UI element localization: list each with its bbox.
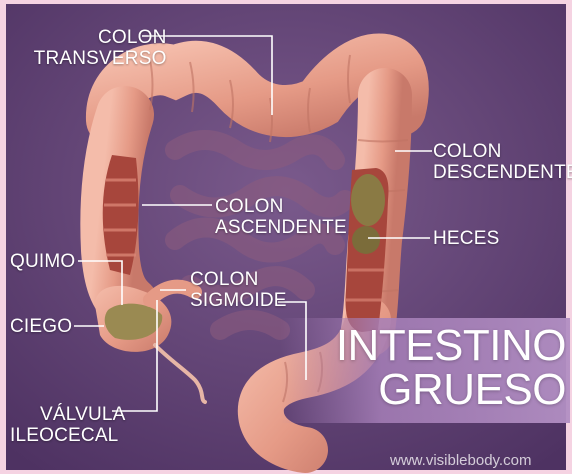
label-ciego: CIEGO <box>10 316 72 337</box>
feces <box>351 174 385 226</box>
label-colon-ascendente: COLON ASCENDENTE <box>215 196 347 238</box>
title-line-1: INTESTINO <box>336 324 566 368</box>
label-valvula-ileocecal: VÁLVULA ILEOCECAL <box>10 404 126 446</box>
watermark: www.visiblebody.com <box>390 452 531 469</box>
label-colon-descendente: COLON DESCENDENTE <box>433 141 572 183</box>
title: INTESTINO GRUESO <box>336 324 566 412</box>
label-heces: HECES <box>433 228 499 249</box>
ascending-lumen <box>103 155 139 275</box>
label-colon-sigmoide: COLON SIGMOIDE <box>190 269 287 311</box>
title-line-2: GRUESO <box>336 368 566 412</box>
label-quimo: QUIMO <box>10 251 75 272</box>
label-colon-transverso: COLON TRANSVERSO <box>70 27 167 69</box>
